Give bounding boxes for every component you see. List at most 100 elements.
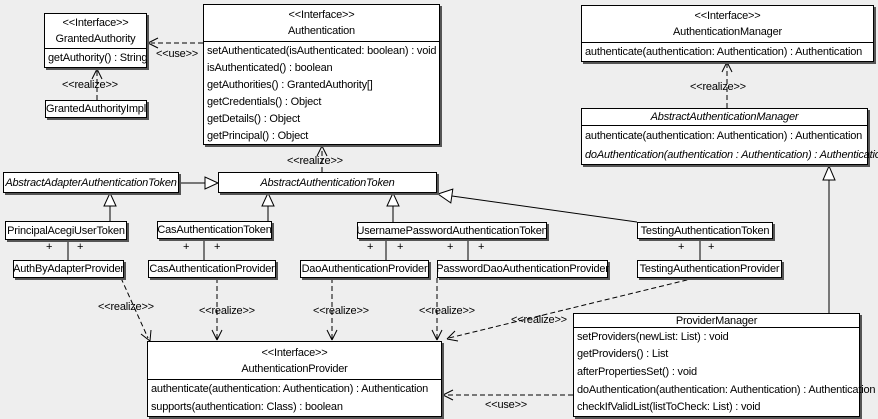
edge-realize-abstractauthenticationmanager	[721, 61, 733, 108]
class-name: DaoAuthenticationProvider	[301, 263, 428, 275]
method-label: supports(authentication: Class) : boolea…	[151, 401, 343, 413]
class-granted-authority-impl[interactable]: GrantedAuthorityImpl	[45, 100, 147, 118]
edge-use-authentication-grantedauthority	[147, 37, 203, 49]
class-username-password-authentication-token[interactable]: UsernamePasswordAuthenticationToken	[356, 222, 548, 239]
method-label: doAuthentication(authentication: Authent…	[577, 383, 876, 396]
class-name: AuthenticationManager	[673, 26, 782, 38]
multiplicity-plus: +	[77, 241, 84, 253]
multiplicity-plus: +	[678, 241, 685, 253]
class-cas-authentication-token[interactable]: CasAuthenticationToken	[157, 221, 272, 239]
method-label: setProviders(newList: List) : void	[577, 330, 729, 343]
realize-label: <<realize>>	[419, 305, 475, 317]
method-label: authenticate(authentication: Authenticat…	[585, 129, 863, 142]
realize-label: <<realize>>	[511, 314, 567, 326]
class-name: TestingAuthenticationToken	[640, 224, 770, 237]
method-label: authenticate(authentication: Authenticat…	[151, 383, 429, 395]
stereotype-label: <<Interface>>	[261, 346, 328, 359]
method-label: getCredentials() : Object	[207, 95, 322, 108]
use-label: <<use>>	[156, 48, 199, 60]
methods-compartment: setAuthenticated(isAuthenticated: boolea…	[204, 41, 439, 144]
realize-label: <<realize>>	[690, 81, 746, 93]
method-label: isAuthenticated() : boolean	[207, 61, 333, 74]
method-label: getAuthority() : String	[48, 52, 148, 64]
method-label: getPrincipal() : Object	[207, 129, 309, 142]
class-name: CasAuthenticationProvider	[149, 263, 275, 275]
methods-compartment: setProviders(newList: List) : void getPro…	[574, 327, 876, 416]
realize-label: <<realize>>	[313, 305, 369, 317]
edge-realize-grantedauthorityimpl	[91, 68, 103, 100]
multiplicity-plus: +	[478, 241, 485, 253]
stereotype-label: <<Interface>>	[694, 10, 761, 22]
edge-generalize-casauthenticationtoken	[261, 191, 275, 221]
edge-realize-authbyadapterprovider	[120, 277, 152, 342]
class-name: GrantedAuthority	[55, 33, 136, 45]
method-label: checkIfValidList(listToCheck: List) : vo…	[577, 401, 761, 414]
class-abstract-authentication-token[interactable]: AbstractAuthenticationToken	[218, 172, 437, 193]
class-authentication[interactable]: <<Interface>> Authentication setAuthentica…	[203, 4, 440, 145]
realize-label: <<realize>>	[62, 79, 118, 91]
method-label: afterPropertiesSet() : void	[577, 365, 697, 378]
multiplicity-plus: +	[397, 241, 404, 253]
class-testing-authentication-token[interactable]: TestingAuthenticationToken	[637, 222, 773, 239]
multiplicity-plus: +	[183, 241, 190, 253]
class-testing-authentication-provider[interactable]: TestingAuthenticationProvider	[637, 260, 782, 278]
class-authentication-manager[interactable]: <<Interface>> AuthenticationManager authen…	[581, 5, 874, 62]
class-password-dao-authentication-provider[interactable]: PasswordDaoAuthenticationProvider	[436, 260, 609, 278]
method-label: getProviders() : List	[577, 348, 669, 361]
edge-generalize-usernamepasswordtoken	[386, 191, 400, 222]
realize-label: <<realize>>	[98, 301, 154, 313]
edge-realize-casauthenticationprovider	[211, 278, 223, 341]
edge-realize-passworddaoauthenticationprovider	[431, 278, 443, 341]
methods-compartment: authenticate(authentication: Authenticat…	[582, 42, 873, 61]
class-abstract-authentication-manager[interactable]: AbstractAuthenticationManager authenticat…	[581, 108, 878, 165]
class-name: AbstractAuthenticationToken	[260, 176, 395, 189]
stereotype-label: <<Interface>>	[288, 9, 355, 21]
class-auth-by-adapter-provider[interactable]: AuthByAdapterProvider	[13, 260, 124, 278]
class-abstract-adapter-authentication-token[interactable]: AbstractAdapterAuthenticationToken	[3, 172, 179, 193]
realize-label: <<realize>>	[199, 305, 255, 317]
method-label: getDetails() : Object	[207, 112, 301, 125]
method-label: authenticate(authentication: Authenticat…	[585, 46, 863, 58]
class-name: PrincipalAcegiUserToken	[7, 224, 125, 237]
class-name: CasAuthenticationToken	[157, 224, 272, 236]
stereotype-label: <<Interface>>	[62, 17, 129, 29]
multiplicity-plus: +	[367, 241, 374, 253]
edge-generalize-testingauthenticationtoken	[436, 188, 638, 223]
class-principal-acegi-user-token[interactable]: PrincipalAcegiUserToken	[5, 221, 127, 240]
multiplicity-plus: +	[214, 241, 221, 253]
method-label: setAuthenticated(isAuthenticated: boolea…	[207, 44, 437, 57]
class-name: AuthByAdapterProvider	[13, 263, 124, 275]
class-name: PasswordDaoAuthenticationProvider	[436, 263, 609, 275]
edge-generalize-adapter-token	[179, 176, 220, 190]
class-name: AbstractAuthenticationManager	[650, 111, 799, 123]
class-cas-authentication-provider[interactable]: CasAuthenticationProvider	[148, 260, 276, 278]
class-granted-authority[interactable]: <<Interface>> GrantedAuthority getAuthorit…	[44, 13, 148, 68]
edge-realize-abstractauthenticationtoken	[316, 145, 328, 172]
edge-generalize-providermanager	[822, 164, 836, 313]
method-label: doAuthentication(authentication : Authen…	[585, 148, 878, 161]
methods-compartment: authenticate(authentication: Authenticat…	[582, 125, 878, 164]
edge-generalize-principalacegiusertoken	[103, 191, 117, 221]
class-name: AuthenticationProvider	[241, 362, 348, 375]
class-name: UsernamePasswordAuthenticationToken	[356, 224, 548, 237]
realize-label: <<realize>>	[287, 155, 343, 167]
edge-use-providermanager	[442, 389, 573, 401]
class-name: AbstractAdapterAuthenticationToken	[5, 176, 177, 189]
edge-realize-testingauthenticationprovider	[446, 277, 696, 342]
class-name: GrantedAuthorityImpl	[46, 103, 146, 115]
use-label: <<use>>	[485, 399, 528, 411]
class-name: TestingAuthenticationProvider	[639, 263, 780, 275]
class-authentication-provider[interactable]: <<Interface>> AuthenticationProvider authe…	[147, 341, 442, 417]
class-dao-authentication-provider[interactable]: DaoAuthenticationProvider	[300, 260, 429, 278]
multiplicity-plus: +	[447, 241, 454, 253]
class-name: ProviderManager	[675, 314, 758, 327]
methods-compartment: getAuthority() : String	[45, 48, 148, 67]
class-name: Authentication	[288, 25, 355, 37]
methods-compartment: authenticate(authentication: Authenticat…	[148, 379, 441, 416]
multiplicity-plus: +	[46, 241, 53, 253]
multiplicity-plus: +	[708, 241, 715, 253]
method-label: getAuthorities() : GrantedAuthority[]	[207, 78, 373, 91]
